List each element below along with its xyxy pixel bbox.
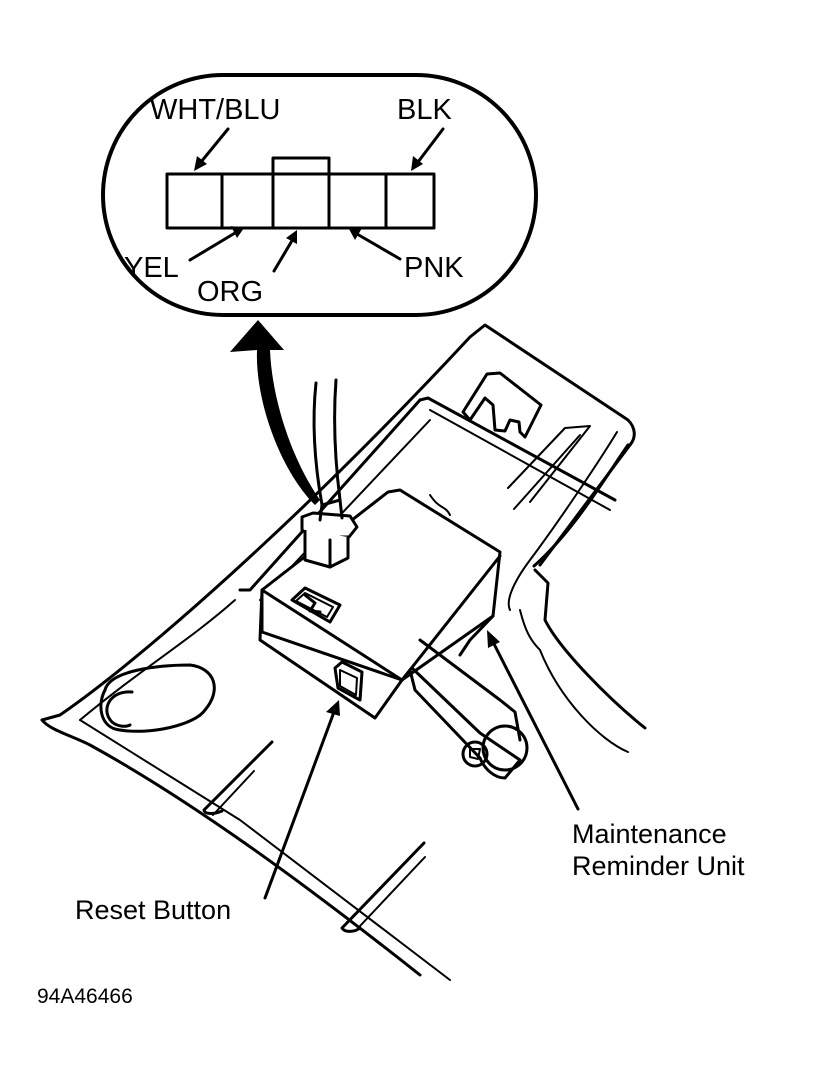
arrowhead-icon bbox=[487, 630, 500, 648]
unit-connector bbox=[300, 498, 359, 569]
label-yel: YEL bbox=[124, 252, 179, 284]
wire-harness bbox=[312, 378, 342, 507]
label-pnk: PNK bbox=[404, 252, 464, 284]
label-wht-blu: WHT/BLU bbox=[150, 94, 281, 126]
maintenance-reminder-unit bbox=[258, 488, 502, 720]
connector-pin-1 bbox=[165, 172, 224, 230]
label-blk: BLK bbox=[397, 94, 452, 126]
leader-yel bbox=[188, 226, 244, 262]
curved-arrow-icon bbox=[230, 320, 320, 505]
thumb-recess bbox=[99, 663, 216, 733]
arrowhead-icon bbox=[411, 156, 423, 171]
mounting-bracket bbox=[40, 323, 647, 981]
screw-icon bbox=[461, 740, 489, 768]
arrowhead-icon bbox=[231, 226, 244, 238]
connector-pin-5 bbox=[384, 172, 436, 230]
label-org: ORG bbox=[197, 276, 263, 308]
roller bbox=[481, 724, 529, 772]
arrowhead-icon bbox=[194, 156, 207, 171]
reset-button-graphic bbox=[333, 660, 364, 702]
leader-org bbox=[272, 230, 297, 273]
connector-tab bbox=[271, 156, 331, 176]
connector-face bbox=[165, 156, 436, 230]
inset-border bbox=[101, 73, 538, 317]
connector-inset: WHT/BLU BLK YEL ORG PNK bbox=[101, 73, 538, 317]
leader-wht-blu bbox=[194, 127, 230, 171]
connector-pin-2 bbox=[220, 172, 275, 230]
figure-id: 94A46466 bbox=[37, 985, 133, 1008]
mounting-arm bbox=[400, 638, 529, 780]
unit-label-line1: Maintenance bbox=[572, 819, 727, 849]
leader-blk bbox=[411, 127, 445, 171]
leader-pnk bbox=[349, 228, 402, 261]
connector-pin-3 bbox=[271, 172, 331, 230]
arrowhead-icon bbox=[349, 228, 362, 240]
connector-pin-4 bbox=[327, 172, 388, 230]
unit-label-line2: Reminder Unit bbox=[572, 851, 745, 881]
arrowhead-icon bbox=[326, 700, 340, 716]
leader-reset-button bbox=[263, 700, 340, 900]
arrowhead-icon bbox=[286, 230, 297, 244]
reset-button-label: Reset Button bbox=[75, 895, 231, 925]
leader-maintenance-unit bbox=[487, 630, 580, 811]
